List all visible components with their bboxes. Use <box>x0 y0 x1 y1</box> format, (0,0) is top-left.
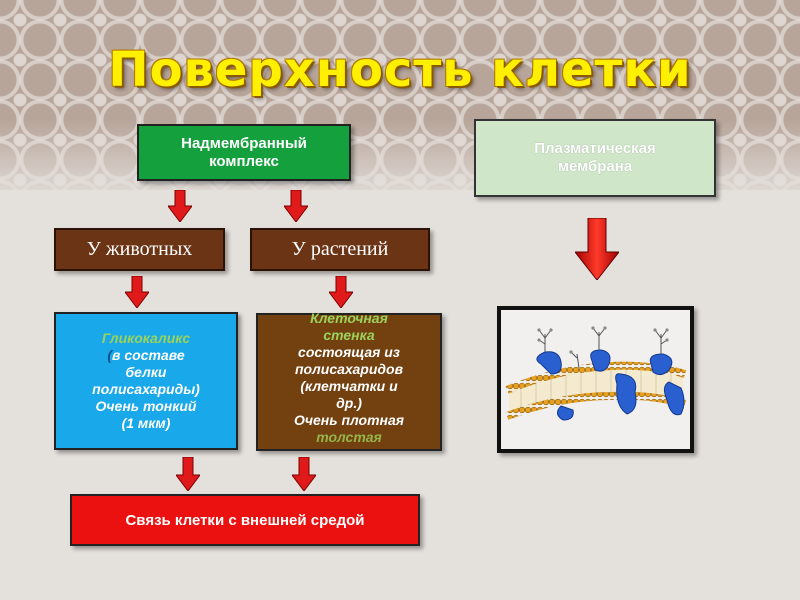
animals-box: У животных <box>54 228 225 271</box>
supramembrane-line2: комплекс <box>209 152 279 170</box>
slide-title: Поверхность клетки <box>108 42 692 98</box>
arrow-down-icon <box>168 190 192 222</box>
cell-wall-line6: толстая <box>316 429 382 445</box>
glycocalyx-line5: (1 мкм) <box>121 415 171 431</box>
plasma-membrane-line2: мембрана <box>557 158 633 175</box>
arrow-down-icon <box>292 457 316 491</box>
glycocalyx-box: Гликокаликс (в составе белки полисахарид… <box>54 312 238 450</box>
supramembrane-complex-box: Надмембранный комплекс <box>137 124 351 181</box>
glycocalyx-line1: (в составе <box>107 347 185 363</box>
plants-box: У растений <box>250 228 430 271</box>
cell-wall-box: Клеточная стенка состоящая из полисахари… <box>256 310 442 451</box>
glycocalyx-title: Гликокаликс <box>101 330 191 346</box>
glycocalyx-line3: полисахариды) <box>92 381 200 397</box>
connection-box: Связь клетки с внешней средой <box>70 494 420 546</box>
glycocalyx-paren: ( <box>107 347 113 363</box>
supramembrane-line1: Надмембранный <box>181 134 307 152</box>
cell-wall-line1: состоящая из <box>298 344 400 360</box>
glycocalyx-line2: белки <box>125 364 167 380</box>
cell-wall-line5: Очень плотная <box>293 412 405 428</box>
glycocalyx-line4: Очень тонкий <box>95 398 197 414</box>
cell-wall-title2: стенка <box>323 327 375 343</box>
arrow-down-icon <box>329 276 353 308</box>
arrow-down-icon <box>176 457 200 491</box>
arrow-down-icon <box>284 190 308 222</box>
cell-wall-line4: др.) <box>336 395 362 411</box>
cell-wall-title1: Клеточная <box>310 310 388 326</box>
plasma-membrane-box: Плазматическая мембрана <box>474 119 716 197</box>
plasma-membrane-line1: Плазматическая <box>534 140 656 157</box>
cell-wall-line2: полисахаридов <box>294 361 404 377</box>
phospholipid-bilayer-image <box>505 326 687 421</box>
arrow-down-icon <box>125 276 149 308</box>
cell-wall-line3: (клетчатки и <box>300 378 398 394</box>
membrane-illustration <box>497 306 694 453</box>
big-arrow-down-icon <box>575 218 619 280</box>
